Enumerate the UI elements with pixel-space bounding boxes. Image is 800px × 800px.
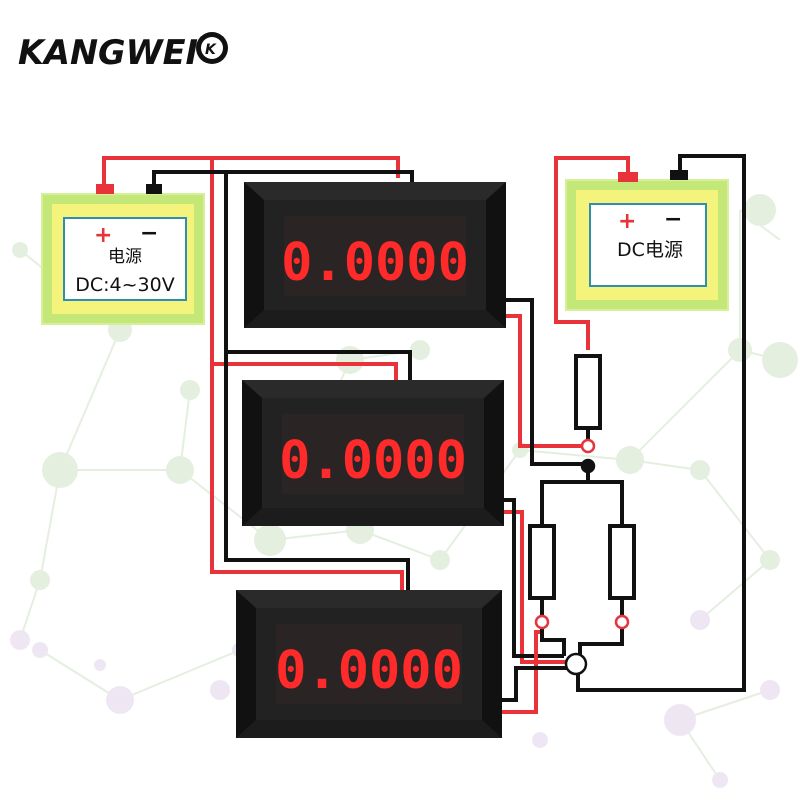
positive-terminal-icon	[618, 172, 638, 182]
minus-sign: −	[664, 207, 682, 232]
panel-meter: 0.0000	[244, 182, 506, 328]
terminal-icon	[534, 614, 550, 630]
negative-terminal-icon	[670, 170, 688, 180]
wire-red	[102, 156, 400, 188]
brand-logo: KANGWEI K	[18, 32, 228, 73]
wire-black	[540, 628, 566, 656]
resistor-icon	[608, 524, 636, 600]
terminal-icon	[580, 438, 596, 454]
meter-display: 0.0000	[275, 641, 463, 701]
power-supply-right: + − DC电源	[565, 170, 729, 311]
wire-black	[506, 298, 584, 466]
brand-name: KANGWEI	[18, 33, 198, 73]
resistors	[528, 354, 636, 600]
wire-black	[152, 170, 414, 188]
supply-label: 电源	[108, 247, 142, 267]
wire-black	[540, 480, 624, 524]
plus-sign: +	[618, 209, 636, 234]
negative-terminal-icon	[146, 184, 162, 194]
meter-display: 0.0000	[281, 233, 469, 293]
wire-red	[554, 156, 630, 350]
positive-terminal-icon	[96, 184, 114, 194]
resistor-icon	[574, 354, 602, 430]
wire-black	[576, 154, 746, 692]
terminals	[534, 438, 630, 676]
junction-dot-icon	[580, 458, 596, 474]
panel-meter: 0.0000	[236, 590, 502, 738]
terminal-icon	[564, 652, 588, 676]
wire-black	[578, 628, 624, 656]
wire-red	[212, 362, 398, 380]
resistor-icon	[528, 524, 556, 600]
panel-meter: 0.0000	[242, 380, 504, 526]
wire-black	[226, 350, 412, 380]
brand-badge-letter: K	[205, 42, 217, 58]
wires	[102, 154, 746, 714]
plus-sign: +	[94, 223, 112, 248]
terminal-icon	[614, 614, 630, 630]
minus-sign: −	[140, 221, 158, 246]
wire-black	[224, 172, 410, 592]
power-supply-left: + − 电源 DC:4~30V	[41, 184, 205, 325]
wire-black	[502, 666, 570, 702]
supply-label: DC电源	[617, 239, 683, 261]
meter-display: 0.0000	[279, 431, 467, 491]
wire-black	[504, 498, 564, 658]
supply-voltage-label: DC:4~30V	[75, 274, 174, 296]
wire-red	[506, 314, 584, 448]
